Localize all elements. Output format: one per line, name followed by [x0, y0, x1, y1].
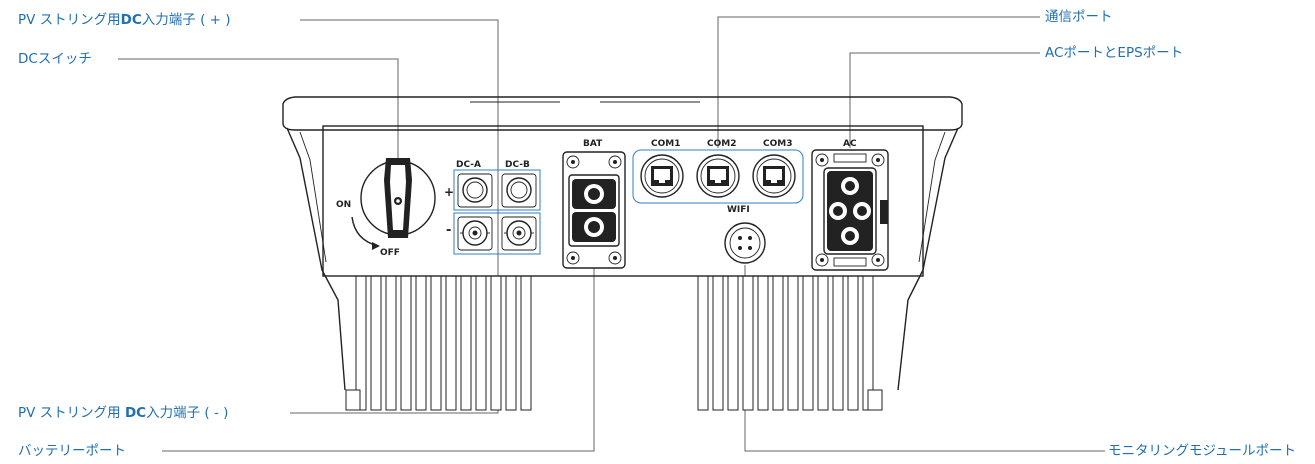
label-pv-dc-plus-prefix: PV ストリング用	[18, 12, 121, 28]
com2-port	[696, 154, 740, 198]
communication-ports: COM1 COM2 COM3	[632, 139, 804, 204]
leader-dc-switch	[118, 58, 399, 175]
label-pv-dc-input-plus: PV ストリング用DC入力端子 ( + )	[18, 12, 231, 28]
heat-sink-right	[697, 275, 883, 411]
label-pv-dc-plus-suffix: 入力端子 ( + )	[141, 12, 231, 28]
dc-switch: ON OFF	[336, 158, 436, 258]
com1-label: COM1	[651, 139, 680, 149]
dc-plus-highlight-box	[453, 169, 541, 211]
com2-label: COM2	[707, 139, 736, 149]
dc-a-plus-terminal	[457, 173, 493, 208]
wifi-label: WIFI	[727, 205, 750, 215]
dc-minus-highlight-box	[453, 212, 541, 255]
comm-ports-highlight-box	[632, 149, 804, 204]
wifi-monitoring-port: WIFI	[724, 205, 766, 264]
dc-minus-sign: -	[446, 223, 451, 238]
leader-comm-port	[717, 16, 1040, 148]
leader-ac-eps-port	[849, 52, 1040, 148]
switch-off-label: OFF	[380, 248, 400, 258]
label-battery-port: バッテリーポート	[18, 443, 126, 459]
label-pv-dc-minus-suffix: 入力端子 ( - )	[146, 405, 229, 421]
com1-port	[640, 154, 684, 198]
com3-port	[752, 154, 796, 198]
label-comm-port: 通信ポート	[1045, 9, 1113, 25]
dc-b-plus-terminal	[501, 173, 537, 208]
com3-label: COM3	[763, 139, 792, 149]
dc-a-minus-terminal	[457, 216, 493, 251]
dc-a-label: DC-A	[456, 160, 481, 170]
dc-b-label: DC-B	[505, 160, 530, 170]
ac-eps-port: AC	[811, 139, 889, 271]
switch-on-label: ON	[336, 200, 351, 210]
dc-input-terminals: DC-A DC-B + -	[444, 160, 541, 255]
dc-b-minus-terminal	[501, 216, 537, 251]
ac-label: AC	[843, 139, 857, 149]
label-pv-dc-minus-bold: DC	[124, 405, 147, 421]
label-pv-dc-plus-bold: DC	[120, 12, 142, 28]
label-ac-eps-port: ACポートとEPSポート	[1045, 45, 1184, 61]
label-monitoring-module-port: モニタリングモジュールポート	[1108, 443, 1297, 459]
battery-port: BAT	[562, 139, 626, 269]
bat-label: BAT	[583, 139, 603, 149]
leader-monitoring-port	[744, 265, 1105, 452]
heat-sink-left	[345, 275, 532, 411]
dc-plus-sign: +	[444, 185, 454, 199]
label-dc-switch: DCスイッチ	[18, 51, 92, 67]
label-pv-dc-minus-prefix: PV ストリング用	[18, 405, 125, 421]
leader-pv-dc-plus	[300, 19, 499, 402]
leader-battery-port	[162, 268, 595, 452]
label-pv-dc-input-minus: PV ストリング用 DC入力端子 ( - )	[18, 405, 228, 421]
inverter-enclosure	[282, 96, 963, 391]
